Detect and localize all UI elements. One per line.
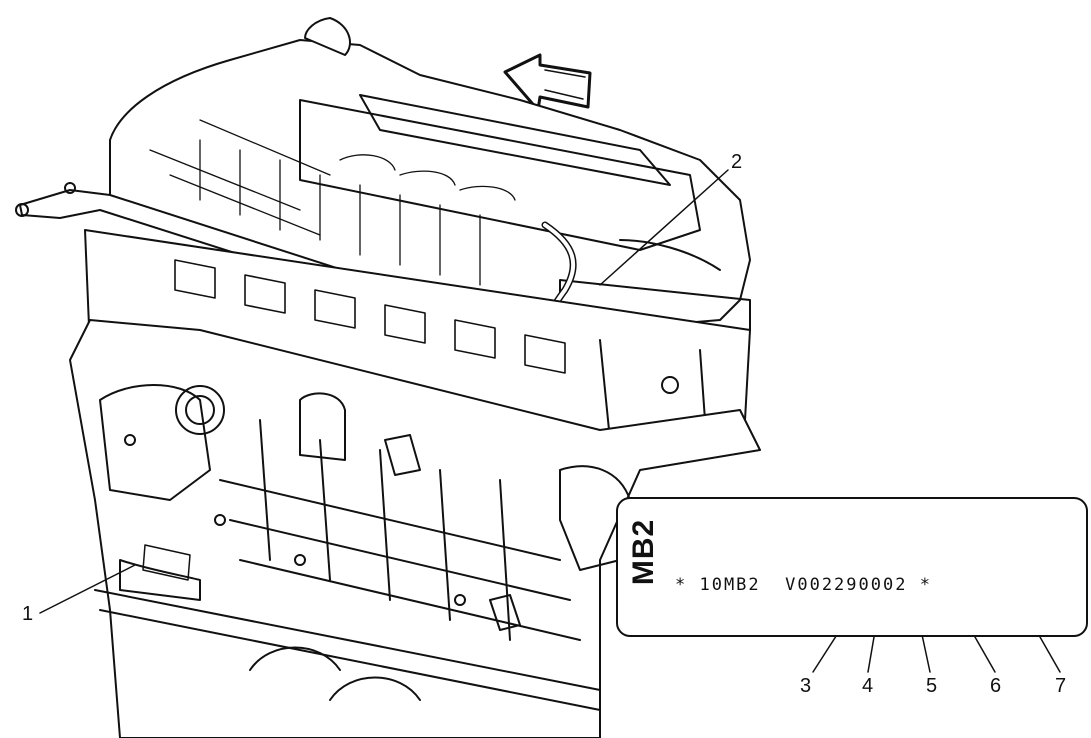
callout-1: 1 [22,603,34,625]
label-prefix: MB2 [624,506,664,598]
vin-label-pad [142,544,191,581]
engine-id-label [616,497,1088,637]
barcode-text: * 10MB2 V002290002 * [675,575,932,595]
callout-4: 4 [862,675,874,697]
callout-3: 3 [800,675,812,697]
callout-5: 5 [926,675,938,697]
engine-block [69,319,761,738]
leader-line-1 [39,564,136,614]
label-prefix-text: MB2 [627,518,660,586]
callout-7: 7 [1055,675,1067,697]
callout-2: 2 [731,151,743,173]
callout-6: 6 [990,675,1002,697]
leader-line-2 [599,169,729,286]
